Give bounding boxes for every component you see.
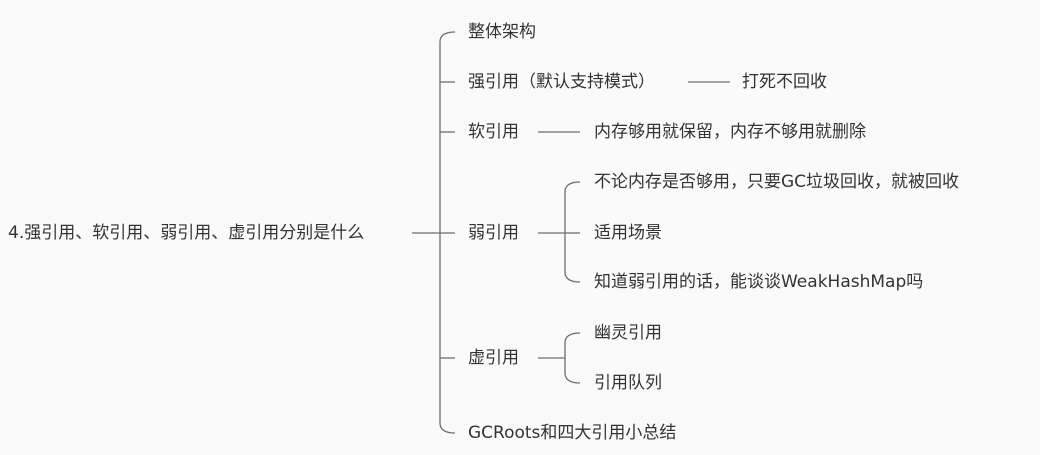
leaf-weak-behavior[interactable]: 不论内存是否够用，只要GC垃圾回收，就被回收 [594,172,960,192]
branch-weak-reference[interactable]: 弱引用 [468,223,519,243]
connector-phantom-bracket [564,332,581,384]
leaf-weak-hashmap[interactable]: 知道弱引用的话，能谈谈WeakHashMap吗 [594,272,924,292]
leaf-soft-behavior[interactable]: 内存够用就保留，内存不够用就删除 [594,122,866,142]
branch-soft-reference[interactable]: 软引用 [468,122,519,142]
root-node[interactable]: 4.强引用、软引用、弱引用、虚引用分别是什么 [8,223,365,243]
branch-overall-architecture[interactable]: 整体架构 [468,22,536,42]
branch-strong-reference[interactable]: 强引用（默认支持模式） [468,72,655,92]
connector-weak-bracket [564,181,581,283]
branch-gcroots-summary[interactable]: GCRoots和四大引用小总结 [468,423,677,443]
leaf-phantom-queue[interactable]: 引用队列 [594,373,662,393]
branch-phantom-reference[interactable]: 虚引用 [468,348,519,368]
leaf-strong-never-collected[interactable]: 打死不回收 [742,72,827,92]
leaf-weak-use-cases[interactable]: 适用场景 [594,223,662,243]
leaf-phantom-ghost[interactable]: 幽灵引用 [594,323,662,343]
